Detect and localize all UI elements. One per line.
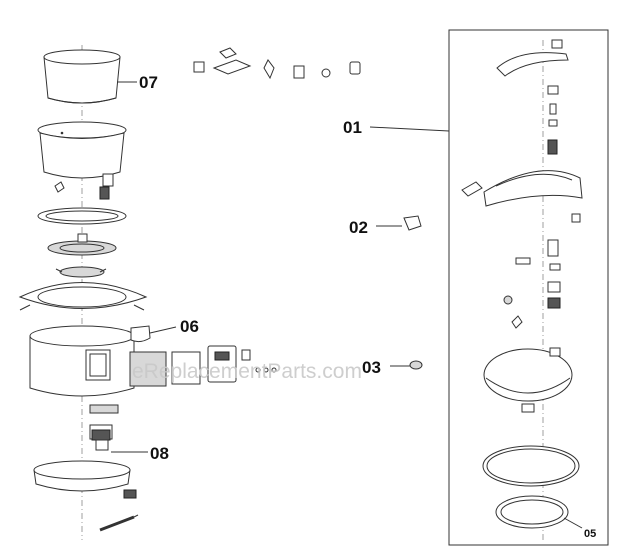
gasket-05[interactable] <box>495 495 583 529</box>
label-05: 05 <box>584 528 596 540</box>
label-07: 07 <box>139 73 158 92</box>
base-support-ring[interactable] <box>18 282 148 311</box>
inner-housing[interactable] <box>37 121 127 200</box>
inner-pot-07[interactable] <box>43 49 121 104</box>
outer-body[interactable] <box>29 325 135 397</box>
hinge-small-parts[interactable] <box>193 47 361 80</box>
watermark-text: eReplacementParts.com <box>132 360 362 383</box>
label-01: 01 <box>343 118 362 137</box>
lid-internal-parts[interactable] <box>503 239 561 329</box>
handle-06[interactable] <box>130 325 177 343</box>
label-03: 03 <box>362 358 381 377</box>
heating-plate[interactable] <box>47 233 117 256</box>
heater-bracket[interactable] <box>55 266 107 278</box>
part-03-grommet[interactable] <box>390 360 423 370</box>
bottom-base[interactable] <box>33 460 137 499</box>
lid-handle[interactable] <box>496 39 569 77</box>
label-02: 02 <box>349 218 368 237</box>
leader-01 <box>369 126 450 132</box>
lid-assembly-frame <box>448 29 609 546</box>
label-08: 08 <box>150 444 169 463</box>
valve-stack[interactable] <box>547 85 559 155</box>
control-board-08[interactable] <box>89 404 148 453</box>
sealing-gasket-ring[interactable] <box>482 445 580 487</box>
label-06: 06 <box>180 317 199 336</box>
lid-cover[interactable] <box>461 170 583 223</box>
lid-inner-plate[interactable] <box>483 347 573 413</box>
power-cord[interactable] <box>99 514 139 532</box>
part-02-knob[interactable] <box>376 215 422 231</box>
control-panel-parts[interactable] <box>129 345 277 387</box>
sealing-ring-disk[interactable] <box>37 207 127 225</box>
